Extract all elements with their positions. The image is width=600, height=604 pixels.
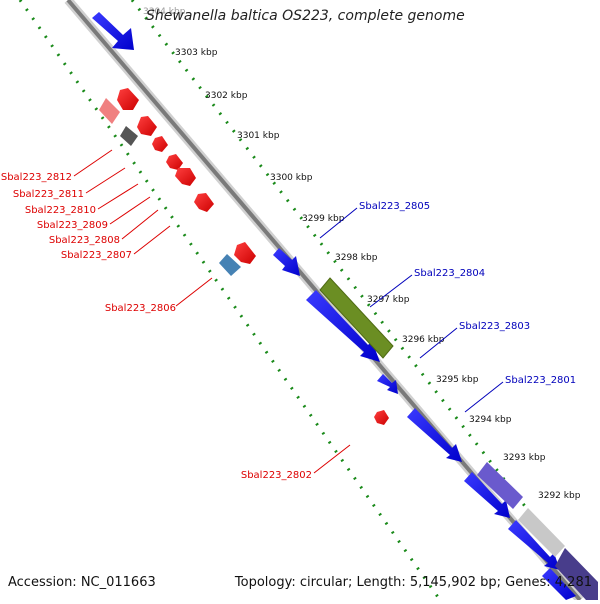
tick-label: 3292 kbp — [538, 491, 581, 501]
gene-arrow[interactable] — [273, 248, 300, 276]
leader-line — [85, 167, 126, 194]
leader-lines — [73, 149, 504, 474]
tick-label: 3299 kbp — [302, 214, 345, 224]
genome-summary-text: Topology: circular; Length: 5,145,902 bp… — [234, 575, 592, 590]
map-title: Shewanella baltica OS223, complete genom… — [146, 8, 465, 24]
tick-label: 3297 kbp — [367, 295, 410, 305]
gene-light-gray[interactable] — [518, 508, 565, 557]
tick-labels: 3304 kbp 3303 kbp 3302 kbp 3301 kbp 3300… — [143, 7, 581, 501]
tick-label: 3294 kbp — [469, 415, 512, 425]
gene-arrow[interactable] — [137, 116, 157, 136]
gene-arrow[interactable] — [166, 154, 183, 170]
leader-line — [464, 381, 504, 413]
gene-arrow[interactable] — [175, 168, 196, 186]
gene-label[interactable]: Sbal223_2805 — [359, 201, 430, 212]
tick-label: 3298 kbp — [335, 253, 378, 263]
tick-label: 3293 kbp — [503, 453, 546, 463]
gene-label[interactable]: Sbal223_2801 — [505, 375, 576, 386]
gene-label[interactable]: Sbal223_2807 — [61, 250, 132, 261]
forward-genes — [92, 12, 576, 600]
tick-label: 3303 kbp — [175, 48, 218, 58]
gene-dark-slate[interactable] — [555, 548, 598, 600]
leader-line — [73, 149, 113, 177]
leader-line — [133, 225, 171, 255]
gene-arrow[interactable] — [194, 193, 214, 212]
gene-dark-gray[interactable] — [120, 126, 138, 146]
gene-arrow[interactable] — [508, 520, 560, 570]
gene-label[interactable]: Sbal223_2809 — [37, 220, 108, 231]
tick-label: 3300 kbp — [270, 173, 313, 183]
leader-line — [419, 327, 458, 359]
gene-arrow[interactable] — [542, 568, 576, 600]
gene-labels: Sbal223_2812 Sbal223_2811 Sbal223_2810 S… — [1, 172, 576, 481]
outer-dotted-track — [130, 0, 592, 591]
tick-label: 3296 kbp — [402, 335, 445, 345]
gene-arrow[interactable] — [464, 472, 510, 518]
leader-line — [97, 183, 139, 210]
leader-line — [121, 209, 159, 240]
gene-steel-blue[interactable] — [219, 254, 241, 276]
gene-slate-blue[interactable] — [477, 462, 523, 509]
gene-arrow[interactable] — [374, 410, 389, 425]
gene-arrow[interactable] — [377, 374, 398, 394]
tick-label: 3302 kbp — [205, 91, 248, 101]
leader-line — [319, 207, 358, 239]
gene-label[interactable]: Sbal223_2812 — [1, 172, 72, 183]
gene-sbal223-2804-highlight[interactable] — [319, 277, 394, 359]
gene-arrow[interactable] — [117, 88, 139, 110]
gene-arrow[interactable] — [92, 12, 134, 50]
leader-line — [109, 196, 151, 225]
leader-line — [313, 444, 351, 474]
leader-line — [175, 277, 213, 307]
gene-label[interactable]: Sbal223_2808 — [49, 235, 120, 246]
tick-label: 3301 kbp — [237, 131, 280, 141]
gene-label[interactable]: Sbal223_2810 — [25, 205, 96, 216]
tick-label: 3295 kbp — [436, 375, 479, 385]
accession-text: Accession: NC_011663 — [8, 575, 156, 590]
gene-label[interactable]: Sbal223_2802 — [241, 470, 312, 481]
gene-pink[interactable] — [99, 98, 120, 124]
leader-line — [369, 274, 413, 308]
tick-label: 3304 kbp — [143, 7, 186, 17]
gene-label[interactable]: Sbal223_2811 — [13, 189, 84, 200]
gene-label[interactable]: Sbal223_2803 — [459, 321, 530, 332]
reverse-genes — [99, 88, 389, 425]
gene-label[interactable]: Sbal223_2806 — [105, 303, 176, 314]
gene-arrow[interactable] — [306, 290, 380, 362]
gene-label[interactable]: Sbal223_2804 — [414, 268, 485, 279]
gene-arrow[interactable] — [152, 136, 168, 152]
inner-dotted-track — [18, 0, 442, 601]
gene-arrow[interactable] — [407, 408, 462, 462]
gene-arrow[interactable] — [234, 242, 256, 264]
